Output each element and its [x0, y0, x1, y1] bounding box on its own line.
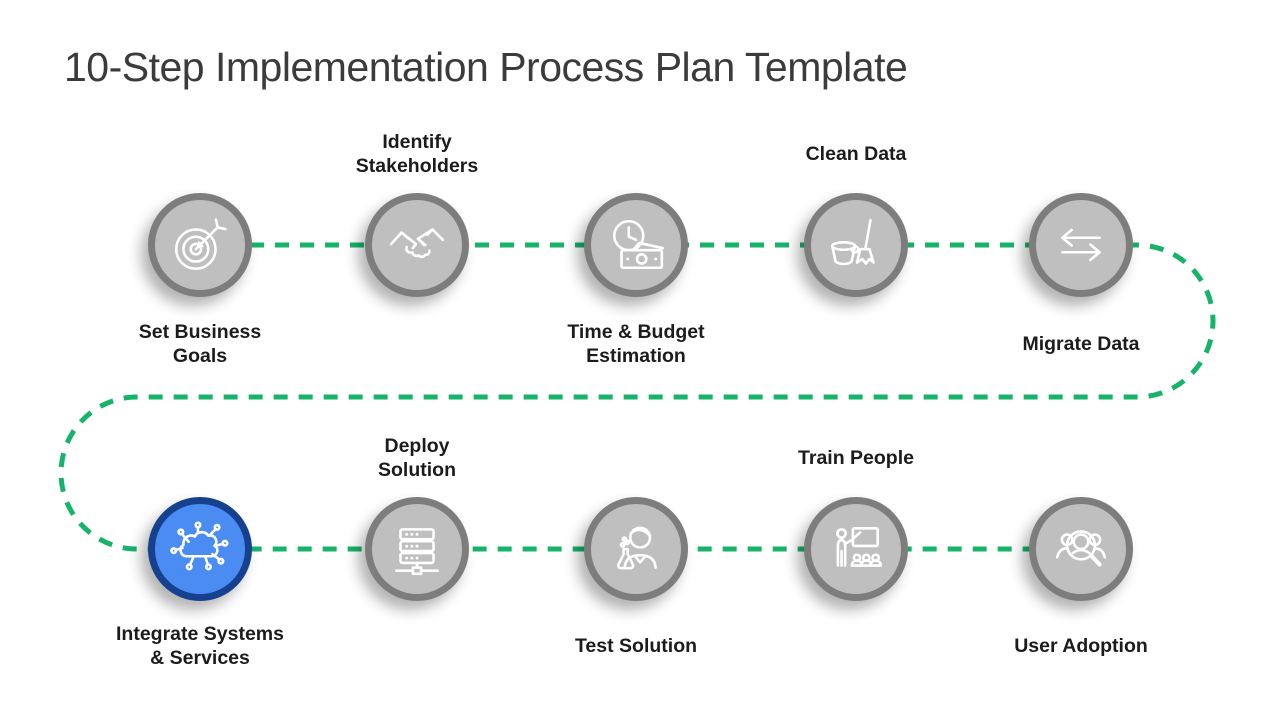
connector-dashed-line: [58, 242, 1216, 552]
scientist-flask-icon: [616, 526, 657, 570]
step-circle-identify-stakeholders: [365, 193, 469, 297]
cloud-network-icon: [170, 521, 229, 571]
broom-bucket-icon: [830, 218, 875, 266]
step-label-train-people: Train People: [798, 447, 914, 469]
step-circle-clean-data: [804, 193, 908, 297]
step-label-time-budget-estimation: Time & Budget Estimation: [567, 321, 705, 367]
step-circle-set-business-goals: [148, 193, 252, 297]
step-circle-deploy-solution: [365, 497, 469, 601]
step-circle-time-budget-estimation: [584, 193, 688, 297]
step-circle-integrate-systems-services: [148, 497, 252, 601]
step-circle-migrate-data: [1029, 193, 1133, 297]
step-label-integrate-systems-services: Integrate Systems & Services: [116, 623, 284, 669]
server-stack-icon: [395, 528, 439, 576]
transfer-arrows-icon: [1061, 228, 1101, 262]
step-label-set-business-goals: Set Business Goals: [138, 321, 262, 367]
step-label-clean-data: Clean Data: [805, 143, 907, 165]
step-circle-user-adoption: [1029, 497, 1133, 601]
user-magnifier-icon: [1055, 530, 1107, 567]
step-circle-test-solution: [584, 497, 688, 601]
target-icon: [174, 218, 227, 271]
step-label-user-adoption: User Adoption: [1014, 635, 1148, 657]
clock-money-icon: [613, 219, 665, 270]
step-label-test-solution: Test Solution: [574, 635, 698, 657]
trainer-presentation-icon: [836, 527, 883, 567]
step-circle-train-people: [804, 497, 908, 601]
step-label-identify-stakeholders: Identify Stakeholders: [355, 131, 479, 177]
page-title: 10-Step Implementation Process Plan Temp…: [64, 44, 908, 90]
handshake-icon: [389, 228, 445, 259]
step-label-migrate-data: Migrate Data: [1022, 333, 1140, 355]
step-label-deploy-solution: Deploy Solution: [378, 435, 456, 481]
